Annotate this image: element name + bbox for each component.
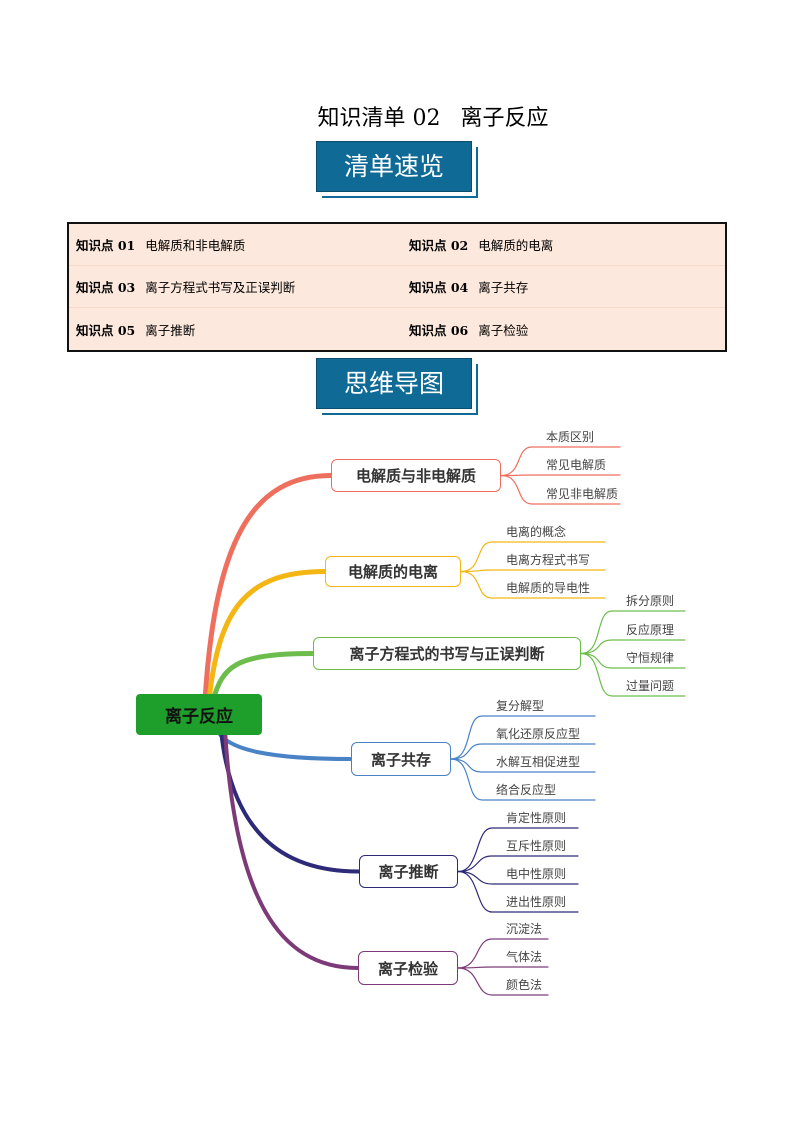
branch-connector: [210, 651, 316, 703]
section-header-mindmap: 思维导图: [316, 358, 472, 409]
leaf-connector: [460, 570, 606, 599]
title-number: 知识清单 02: [317, 106, 441, 131]
mindmap-branch: 电解质的电离: [325, 556, 461, 587]
mindmap-leaf: 氧化还原反应型: [496, 727, 581, 741]
mindmap-leaf: 拆分原则: [626, 594, 675, 608]
mindmap-leaf: 水解互相促进型: [496, 755, 581, 769]
mindmap-leaf: 电离方程式书写: [506, 553, 591, 567]
leaf-connector: [457, 870, 579, 885]
mindmap-leaf: 颜色法: [506, 978, 543, 992]
mindmap-branch: 电解质与非电解质: [331, 459, 501, 492]
leaf-connector: [580, 639, 686, 655]
title-topic: 离子反应: [460, 106, 549, 131]
mindmap-leaf: 常见电解质: [546, 458, 607, 472]
mindmap-leaf: 互斥性原则: [506, 839, 567, 853]
mindmap-leaf: 气体法: [506, 950, 543, 964]
leaf-connector: [500, 446, 621, 477]
leaf-connector: [457, 855, 579, 873]
branch-connector: [206, 569, 328, 703]
leaf-connector: [580, 652, 686, 669]
mindmap-leaf: 常见非电解质: [546, 487, 619, 501]
leaf-connector: [460, 541, 606, 573]
mindmap-leaf: 络合反应型: [496, 783, 557, 797]
mindmap-branch: 离子推断: [359, 855, 458, 888]
leaf-connector: [500, 474, 621, 505]
mindmap-branch: 离子检验: [358, 951, 458, 985]
mindmap-leaf: 电中性原则: [506, 867, 567, 881]
mindmap-leaf: 沉淀法: [506, 922, 543, 936]
mindmap-leaf: 电解质的导电性: [506, 581, 591, 595]
mindmap-leaf: 电离的概念: [506, 525, 567, 539]
leaf-connector: [500, 474, 621, 477]
branch-connector: [202, 473, 334, 703]
mindmap-branch: 离子共存: [351, 742, 451, 776]
mindmap-branch: 离子方程式的书写与正误判断: [313, 637, 581, 670]
mindmap-leaf: 本质区别: [546, 430, 595, 444]
mindmap-root: 离子反应: [136, 694, 262, 735]
leaf-connector: [457, 827, 579, 873]
mindmap-leaf: 复分解型: [496, 699, 545, 713]
leaf-connector: [460, 569, 606, 573]
leaf-connector: [457, 938, 549, 969]
leaf-connector: [450, 758, 596, 801]
leaf-connector: [457, 870, 579, 913]
mindmap-leaf: 进出性原则: [506, 895, 567, 909]
leaf-connector: [580, 652, 686, 697]
mindmap-leaf: 过量问题: [626, 679, 675, 693]
mindmap-leaf: 肯定性原则: [506, 811, 567, 825]
leaf-connector: [450, 715, 596, 760]
leaf-connector: [580, 610, 686, 655]
leaf-connector: [450, 743, 596, 760]
section-header-overview: 清单速览: [316, 141, 472, 192]
mindmap-leaf: 反应原理: [626, 623, 675, 637]
page-title: 知识清单 02 离子反应: [0, 100, 794, 132]
leaf-connector: [450, 758, 596, 773]
leaf-connector: [457, 966, 549, 969]
leaf-connector: [457, 967, 549, 996]
mindmap-leaf: 守恒规律: [626, 651, 675, 665]
branch-connector: [223, 728, 360, 970]
